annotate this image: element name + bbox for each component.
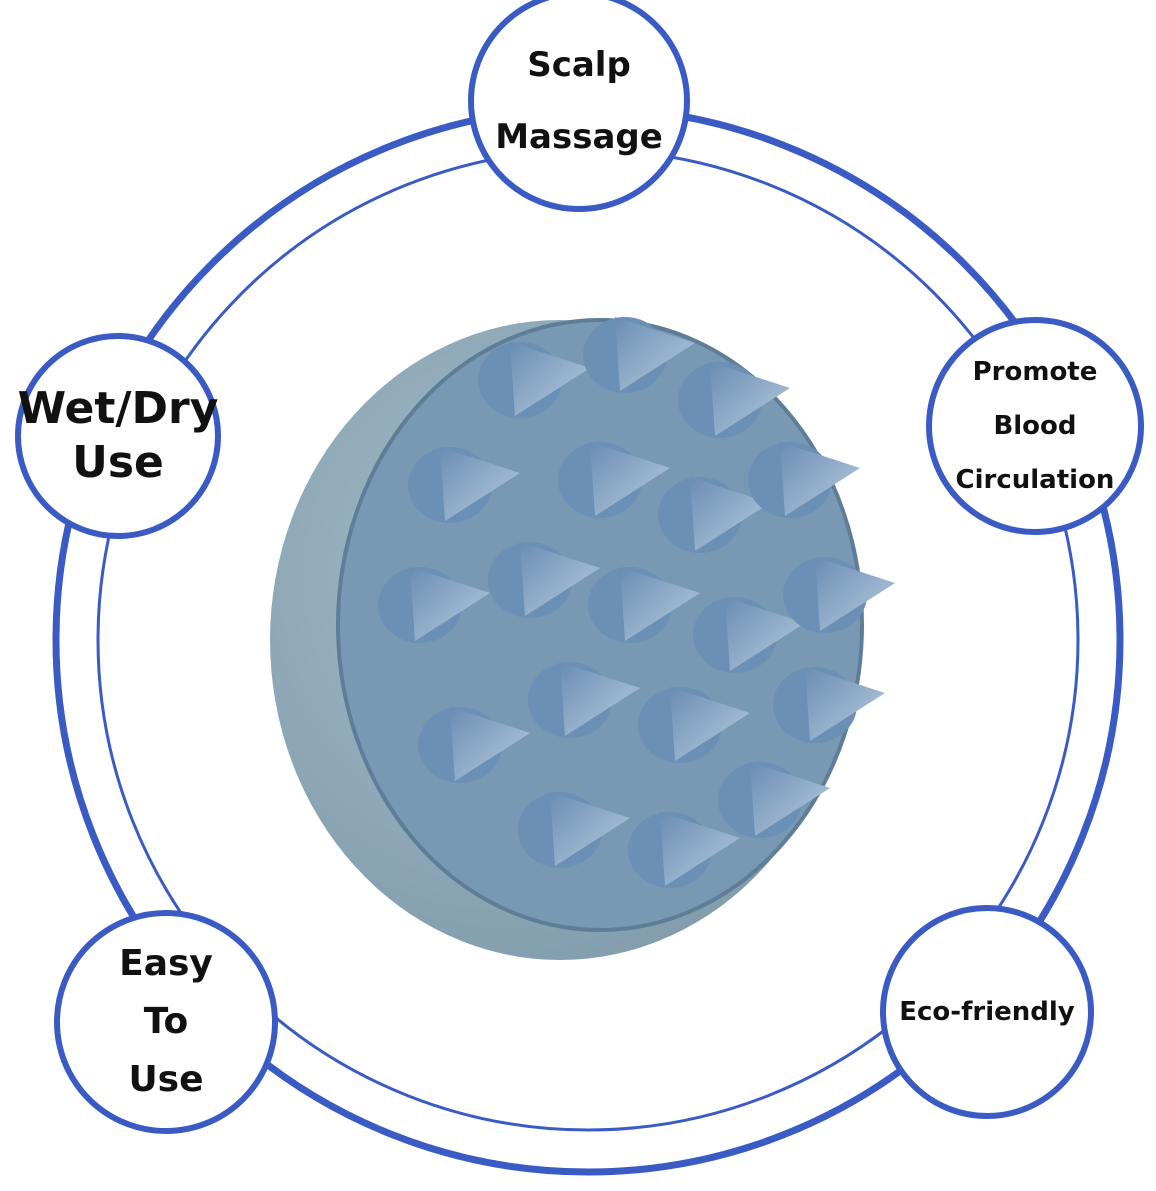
- feature-text: Wet/Dry: [17, 383, 219, 434]
- brush-bristle-tip: [510, 342, 590, 416]
- brush-bristle-tip: [410, 567, 490, 641]
- brush-bristle-tip: [450, 707, 530, 781]
- brush-bristle-tip: [815, 557, 895, 631]
- feature-text: Promote: [972, 357, 1098, 387]
- feature-text: Circulation: [955, 465, 1115, 495]
- brush-bristle-tip: [750, 762, 830, 836]
- brush-bristle-tip: [660, 812, 740, 886]
- brush-bristle-tip: [725, 597, 805, 671]
- brush-bristle-tip: [560, 662, 640, 736]
- feature-scalp-massage: Scalp Massage: [468, 0, 690, 212]
- feature-text: Use: [128, 1059, 204, 1100]
- feature-text: Easy: [119, 943, 213, 984]
- brush-bristle-tip: [615, 317, 695, 391]
- brush-bristle-tip: [590, 442, 670, 516]
- scalp-brush-image: [270, 317, 895, 960]
- feature-text: To: [143, 1001, 189, 1042]
- brush-bristle-tip: [780, 442, 860, 516]
- brush-bristle-tip: [440, 447, 520, 521]
- brush-bristle-tip: [520, 542, 600, 616]
- feature-text: Massage: [495, 117, 663, 157]
- feature-eco-friendly: Eco-friendly: [880, 905, 1094, 1119]
- feature-wet-dry-use: Wet/Dry Use: [15, 333, 221, 539]
- brush-bristle-tip: [805, 667, 885, 741]
- feature-text: Scalp: [527, 45, 631, 85]
- feature-easy-to-use: Easy To Use: [54, 910, 278, 1134]
- brush-bristle-tip: [620, 567, 700, 641]
- brush-bristle-tip: [690, 477, 770, 551]
- feature-text: Eco-friendly: [899, 997, 1075, 1027]
- feature-text: Blood: [993, 411, 1077, 441]
- brush-bristle-tip: [670, 687, 750, 761]
- feature-text: Use: [72, 437, 164, 488]
- brush-bristle-tip: [550, 792, 630, 866]
- feature-promote-blood-circulation: Promote Blood Circulation: [926, 317, 1144, 535]
- brush-bristle-tip: [710, 362, 790, 436]
